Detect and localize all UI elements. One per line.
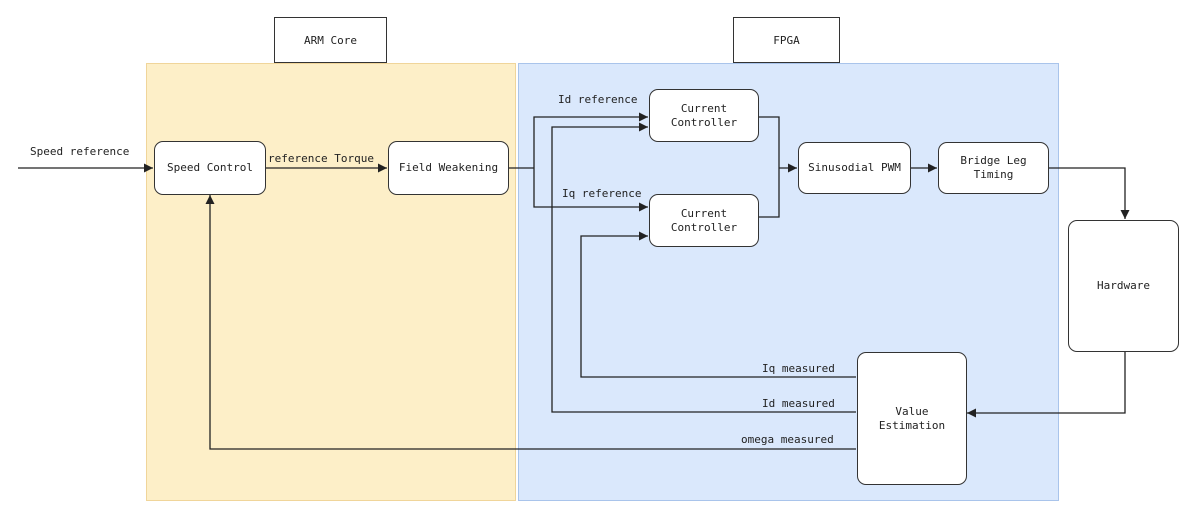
iq-measured-label: Iq measured: [762, 362, 835, 375]
omega-measured-feedback: [205, 195, 856, 450]
id-measured-label: Id measured: [762, 397, 835, 410]
value-estimation-block: Value Estimation: [857, 352, 967, 485]
fpga-region: [518, 63, 1059, 501]
cc-d-out-line: [759, 116, 780, 168]
iq-reference-label: Iq reference: [562, 187, 642, 200]
reference-torque-label: reference Torque: [268, 152, 374, 165]
current-controller-q-block: Current Controller: [649, 194, 759, 247]
speed-reference-label: Speed reference: [30, 145, 130, 158]
hardware-to-estimation-arrow: [967, 352, 1126, 418]
speed-control-block: Speed Control: [154, 141, 266, 195]
iq-measured-feedback: [580, 231, 856, 378]
sinusoidal-pwm-block: Sinusodial PWM: [798, 142, 911, 194]
hardware-block: Hardware: [1068, 220, 1179, 352]
omega-measured-label: omega measured: [741, 433, 834, 446]
arm-core-title: ARM Core: [274, 17, 387, 63]
bridge-to-hardware-arrow: [1049, 167, 1130, 219]
iq-reference-arrow: [533, 168, 648, 212]
bridge-leg-timing-block: Bridge Leg Timing: [938, 142, 1049, 194]
current-controller-d-block: Current Controller: [649, 89, 759, 142]
field-weakening-block: Field Weakening: [388, 141, 509, 195]
arm-core-region: [146, 63, 516, 501]
id-measured-feedback: [551, 122, 856, 413]
id-reference-label: Id reference: [558, 93, 638, 106]
fpga-title: FPGA: [733, 17, 840, 63]
cc-q-out-line: [759, 168, 780, 218]
id-reference-arrow: [533, 112, 648, 168]
